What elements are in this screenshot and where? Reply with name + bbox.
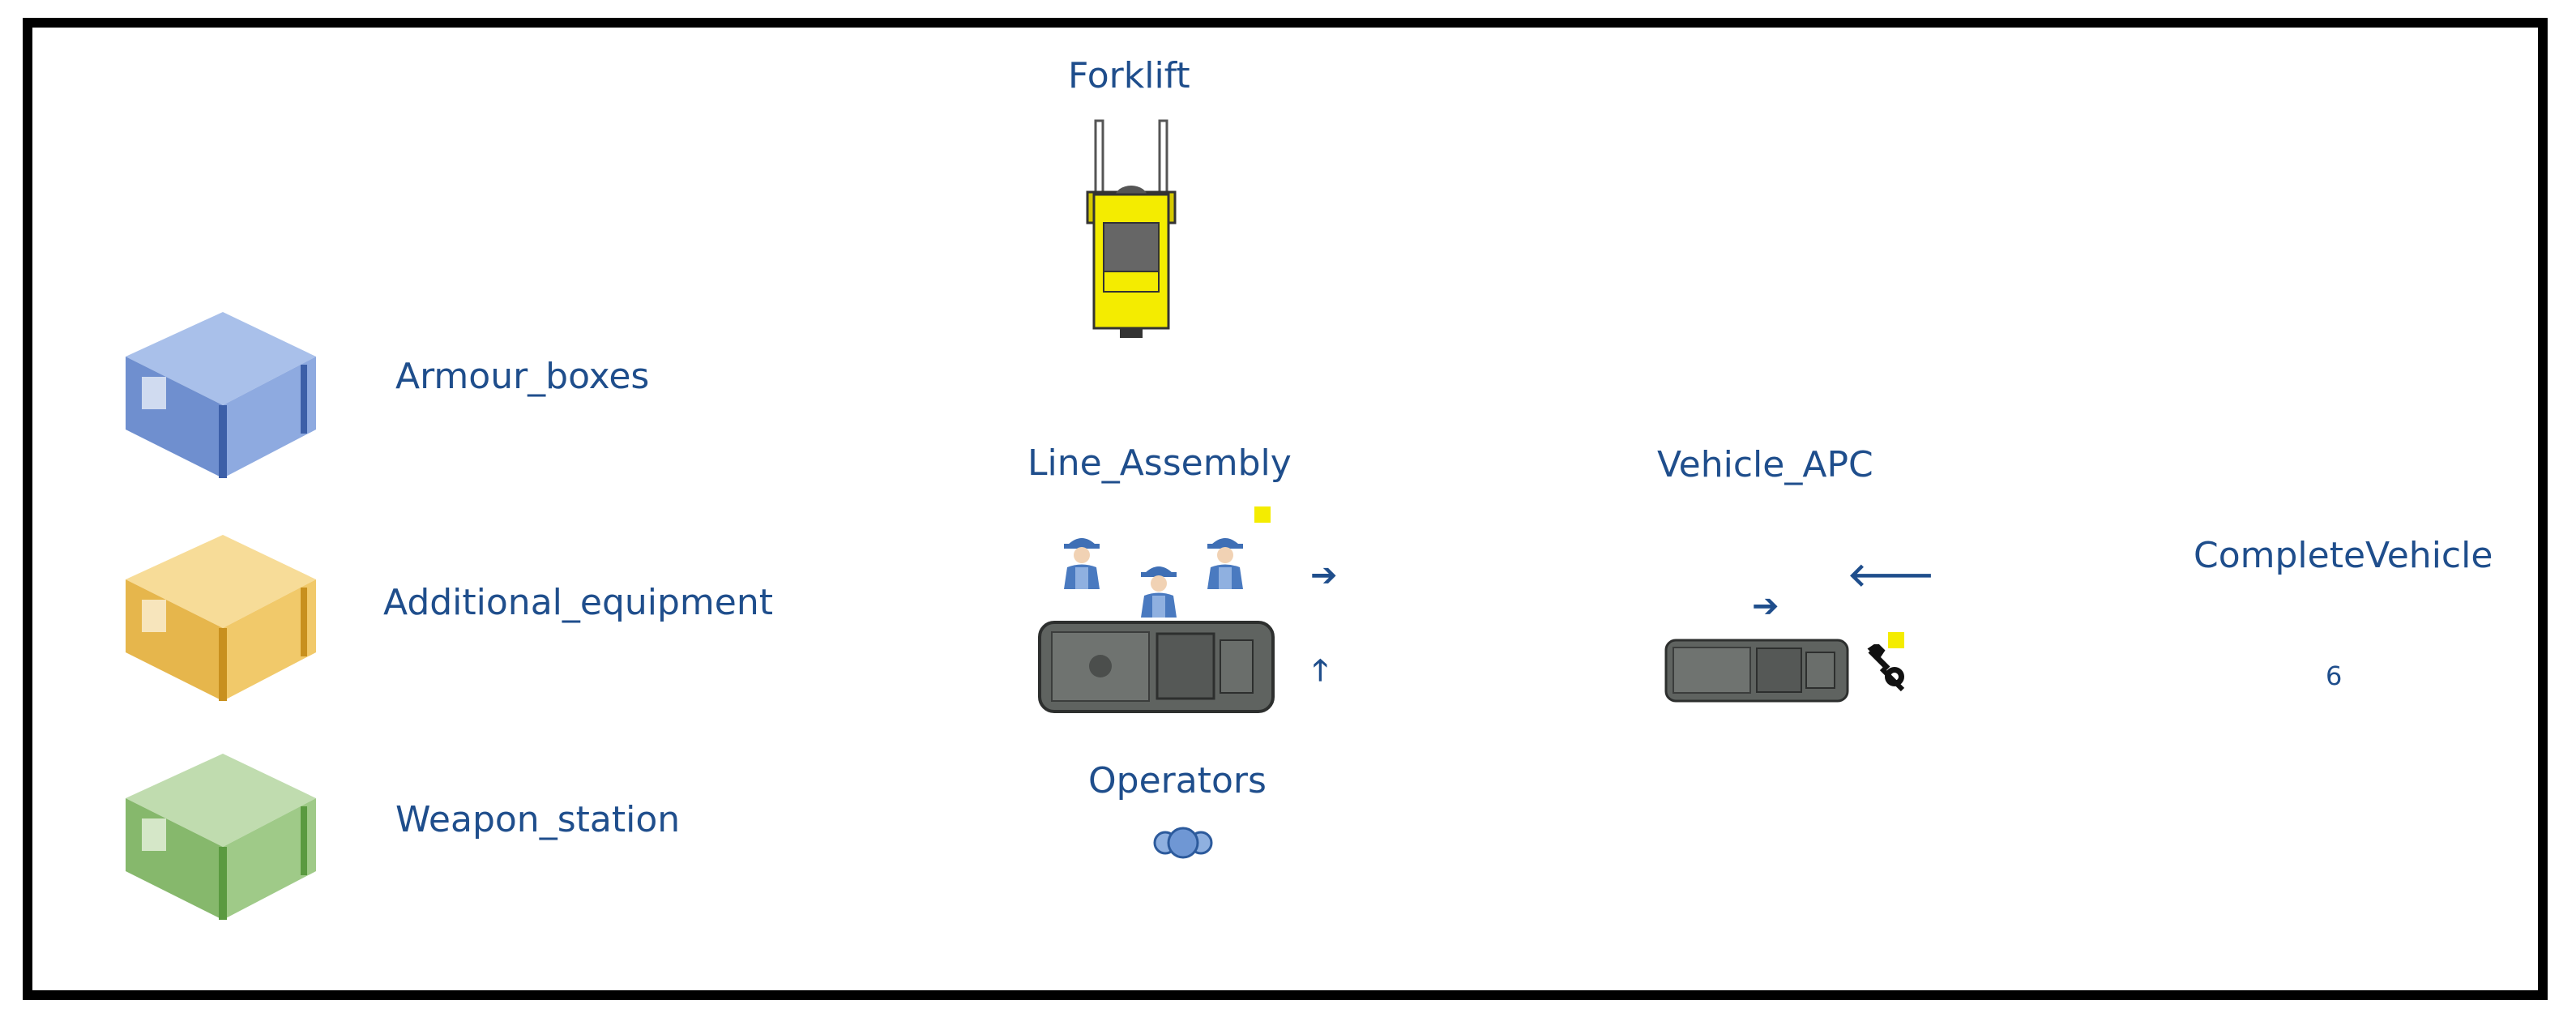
line-assembly-label: Line_Assembly [1027,442,1292,484]
forklift-label: Forklift [1068,55,1190,96]
additional-equipment-label: Additional_equipment [383,582,773,623]
wrench-gear-icon [1867,644,1905,692]
operators-pool-icon[interactable] [1151,823,1215,863]
arrow-up-icon: 🡑 [1313,654,1328,687]
worker-icon-2[interactable] [1134,559,1183,620]
vehicle-apc-status-flag [1888,632,1904,648]
apc-vehicle-icon[interactable] [1664,636,1850,705]
arrow-right-icon: ➔ [1310,557,1338,594]
diagram-frame [23,18,2548,1000]
weapon-station-label: Weapon_station [395,799,681,840]
weapon-box-icon[interactable] [117,737,328,928]
forklift-icon[interactable] [1086,118,1177,340]
arrow-right-icon: ➔ [1752,588,1779,625]
vehicle-apc-label: Vehicle_APC [1657,444,1873,485]
arrow-left-icon: 🡐 [1848,557,1935,594]
worker-icon-3[interactable] [1201,531,1250,592]
armour-box-icon[interactable] [117,296,328,486]
line-assembly-status-flag [1254,506,1271,523]
complete-vehicle-count: 6 [2326,660,2343,691]
armour-boxes-label: Armour_boxes [395,356,650,397]
equipment-box-icon[interactable] [117,519,328,709]
complete-vehicle-label: CompleteVehicle [2194,535,2493,576]
operators-label: Operators [1088,760,1267,801]
worker-icon-1[interactable] [1057,531,1106,592]
assembly-vehicle-icon[interactable] [1036,616,1279,717]
